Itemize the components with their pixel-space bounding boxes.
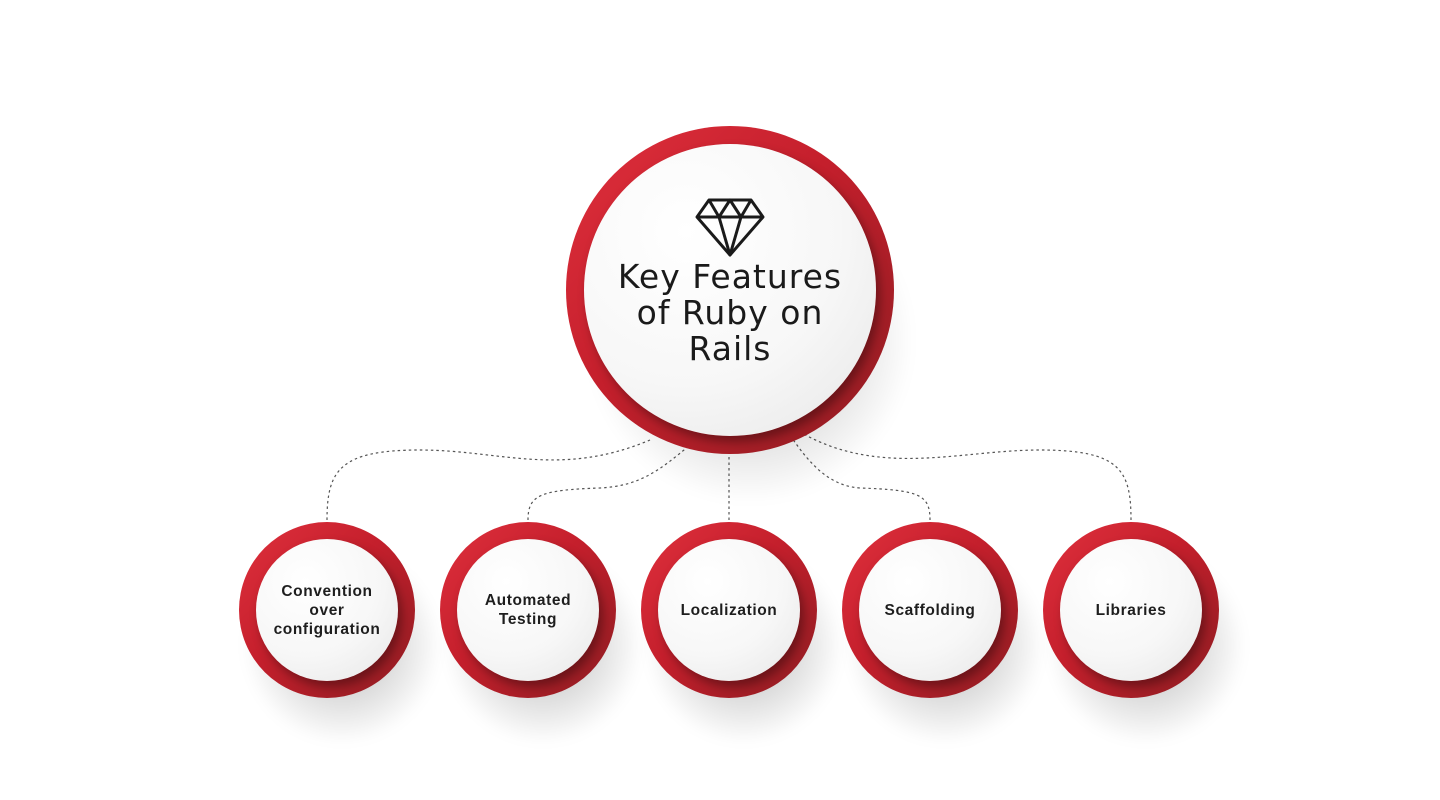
feature-node-automated-testing: Automated Testing [457,539,599,681]
feature-label: Convention over configuration [273,582,381,638]
feature-node-localization: Localization [658,539,800,681]
feature-node-convention: Convention over configuration [256,539,398,681]
center-title: Key Features of Ruby on Rails [617,257,843,368]
feature-node-scaffolding: Scaffolding [859,539,1001,681]
center-node: Key Features of Ruby on Rails [584,144,876,436]
feature-label: Scaffolding [884,601,976,619]
feature-label: Libraries [1095,601,1167,619]
gem-icon [695,198,765,257]
connector-convention [326,439,651,521]
feature-label: Localization [680,601,778,619]
feature-node-libraries: Libraries [1060,539,1202,681]
feature-label: Automated Testing [484,592,572,628]
